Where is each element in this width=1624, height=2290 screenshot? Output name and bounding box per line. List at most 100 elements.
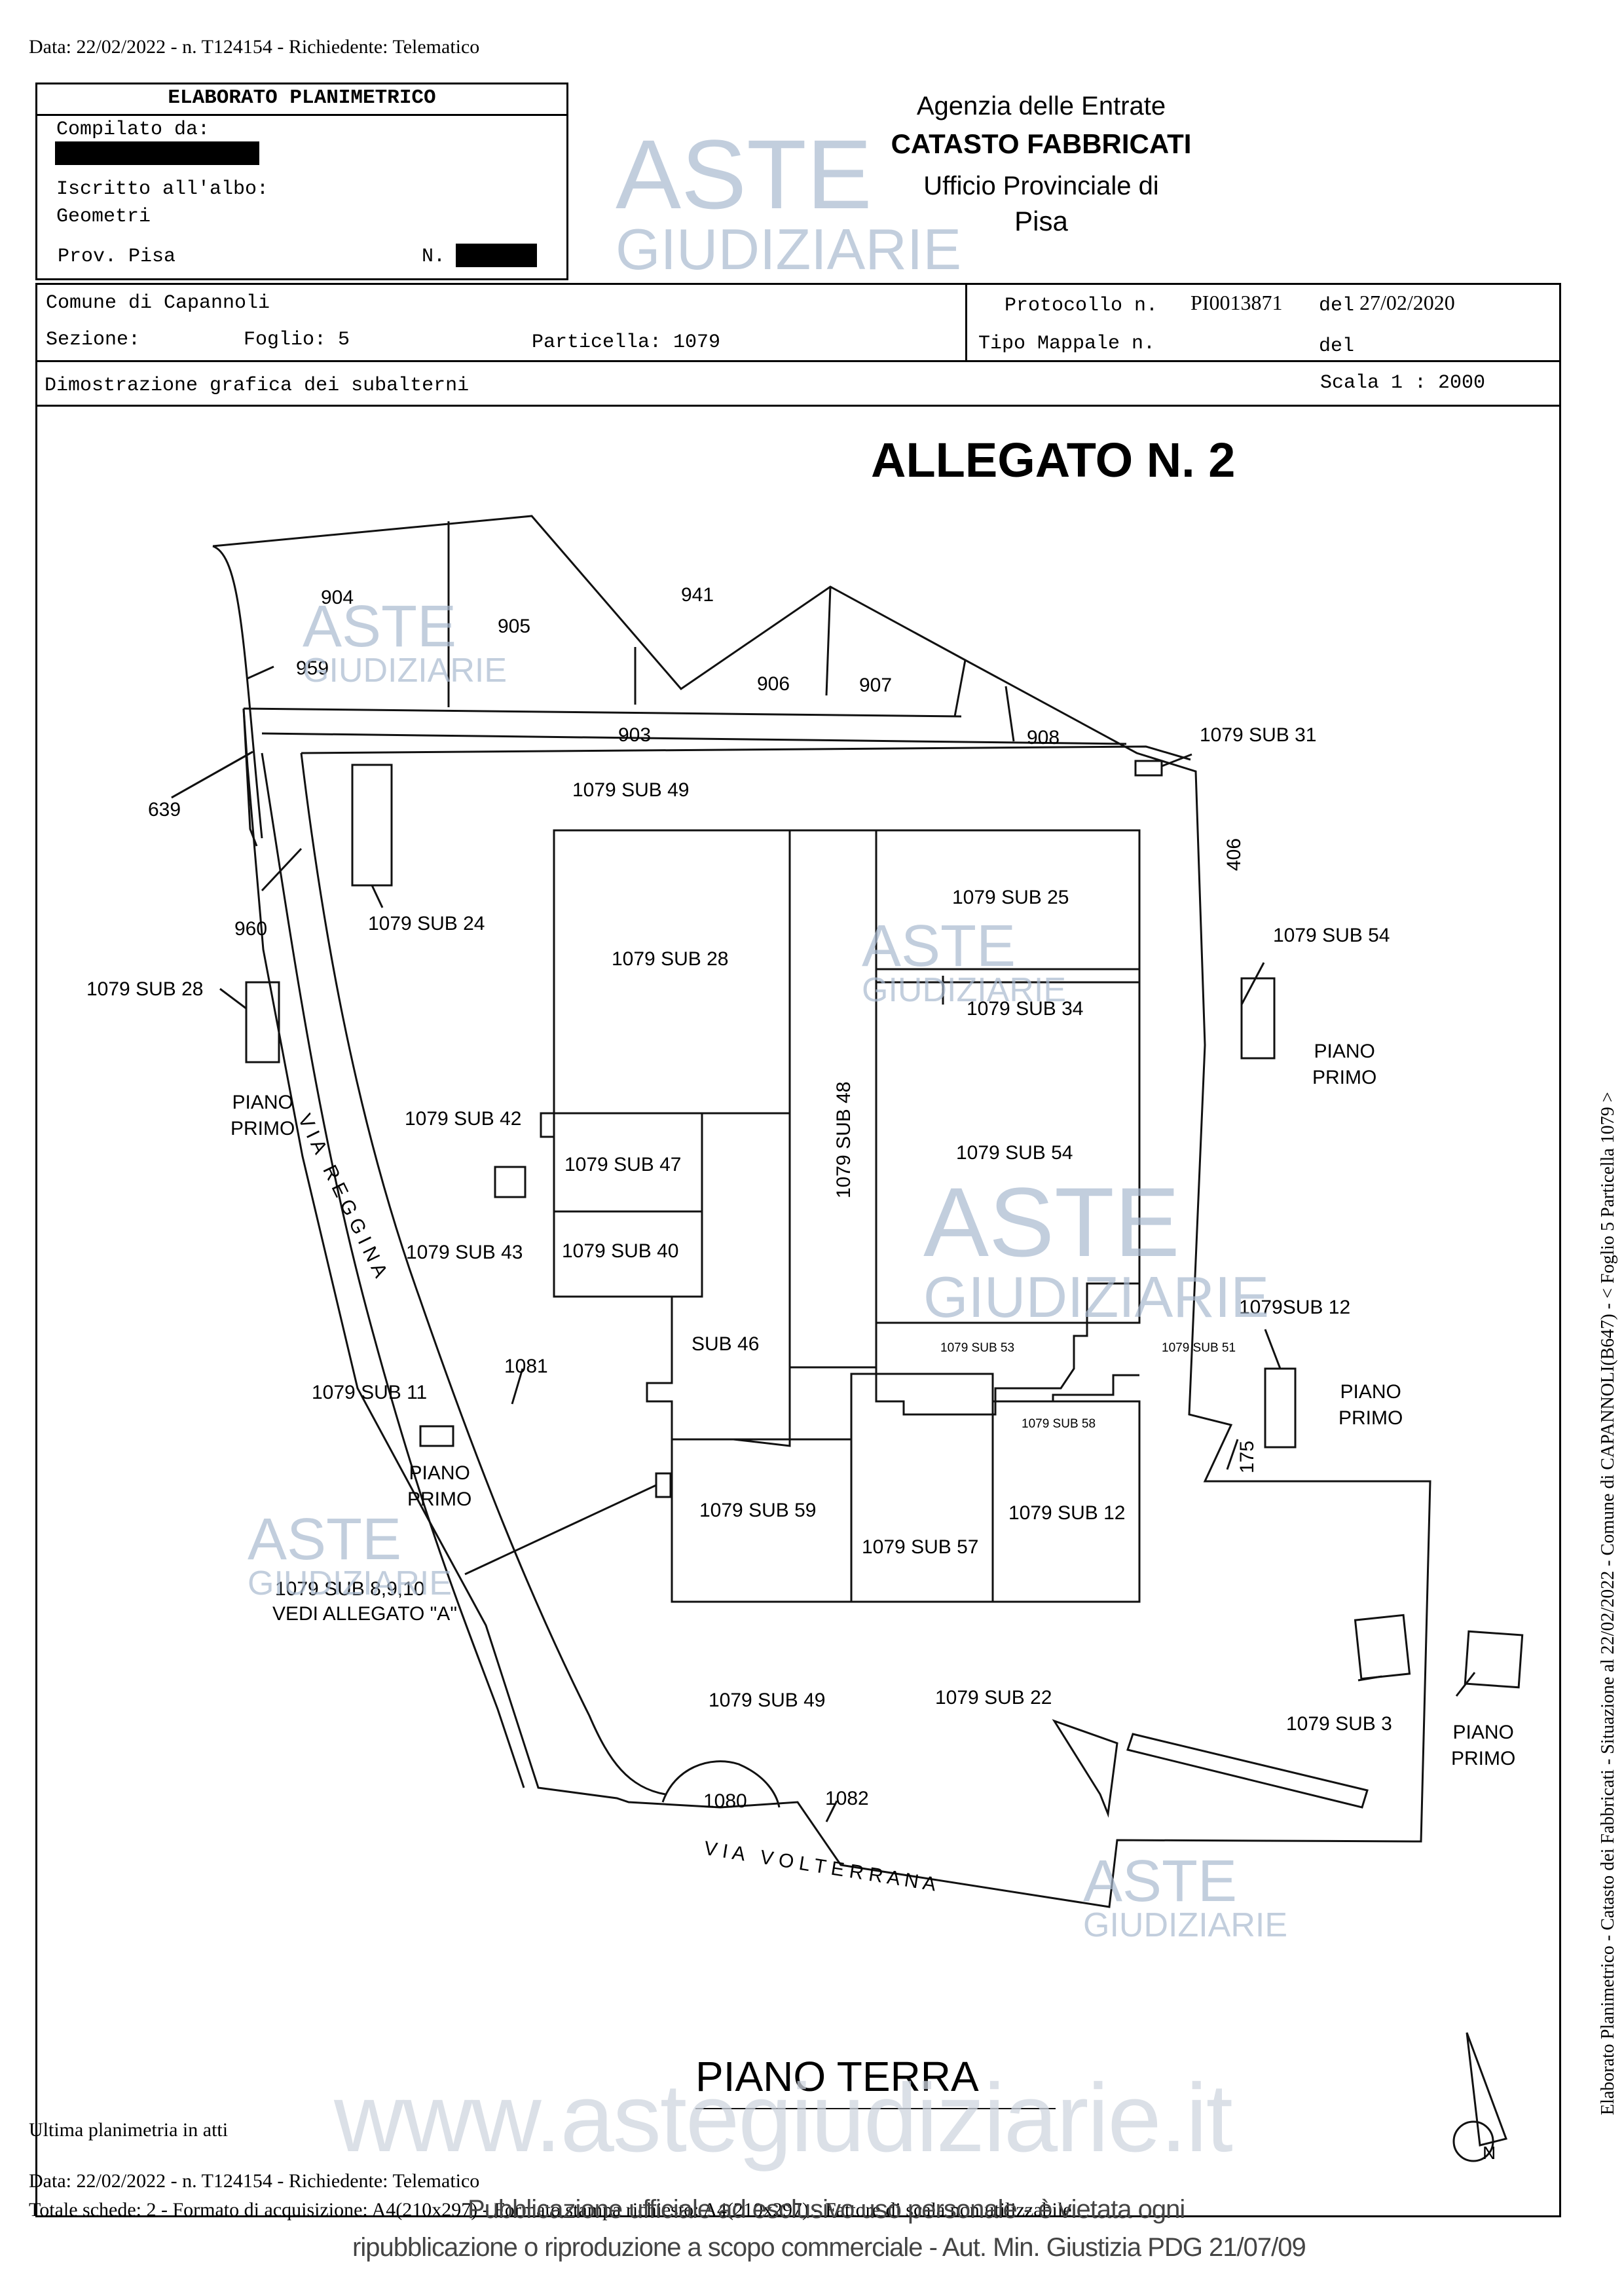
scala-label: Scala 1 : 2000 <box>1320 372 1486 394</box>
parcel-line-907 <box>953 659 967 717</box>
scale-row-divider <box>35 405 1561 407</box>
parcel-line-903 <box>243 707 962 718</box>
parcel-959: 959 <box>296 657 329 679</box>
label-sub58: 1079 SUB 58 <box>1022 1417 1096 1431</box>
ramp-sub22 <box>1052 1719 1118 1818</box>
prov-label: Prov. Pisa <box>58 246 176 268</box>
annex-sub12-primo <box>1264 1367 1297 1449</box>
protocollo-divider <box>965 283 967 361</box>
agency-name: Agenzia delle Entrate <box>916 92 1166 120</box>
protocollo-date: 27/02/2020 <box>1359 291 1455 314</box>
north-label: N <box>1483 2143 1496 2163</box>
access-road-west <box>212 545 263 839</box>
parcel-1080-arc <box>661 1760 781 1808</box>
building-sub28 <box>553 829 791 1115</box>
north-arrow-outline <box>1466 2032 1507 2147</box>
label-sub28: 1079 SUB 28 <box>612 948 729 970</box>
building-sub54 <box>875 981 1141 1324</box>
leader-175 <box>1226 1439 1239 1470</box>
label-sub49-north: 1079 SUB 49 <box>572 779 690 801</box>
sezione-label: Sezione: <box>46 329 141 351</box>
annex-sub3 <box>1354 1614 1411 1680</box>
annex-sub54-primo <box>1240 977 1276 1060</box>
leader-sub12 <box>1264 1329 1282 1369</box>
label-sub53: 1079 SUB 53 <box>940 1341 1015 1355</box>
side-vertical-info: Elaborato Planimetrico - Catasto dei Fab… <box>1598 1092 1618 2115</box>
parcel-906: 906 <box>757 673 790 695</box>
parcel-904: 904 <box>321 587 354 608</box>
watermark-notice-line1: Pubblicazione ufficiale ad esclusivo uso… <box>468 2195 1185 2224</box>
parcel-line-908 <box>1005 686 1015 742</box>
watermark-logo-west: ASTE GIUDIZIARIE <box>248 1507 452 1602</box>
label-sub3: 1079 SUB 3 <box>1286 1713 1392 1735</box>
compilato-label: Compilato da: <box>56 119 210 141</box>
leader-sub54 <box>1240 962 1265 1005</box>
label-sub24: 1079 SUB 24 <box>368 913 485 934</box>
road-reggina-west <box>261 752 525 1788</box>
building-sub42 <box>540 1112 555 1138</box>
leader-sub28 <box>219 988 247 1010</box>
parcel-960: 960 <box>234 918 268 940</box>
dimostrazione-label: Dimostrazione grafica dei subalterni <box>45 375 470 397</box>
watermark-website: www.astegiudiziarie.it <box>334 2064 1233 2172</box>
label-sub28-west: 1079 SUB 28 <box>86 978 204 1000</box>
label-sub11: 1079 SUB 11 <box>312 1382 428 1403</box>
del2-label: del <box>1319 335 1355 358</box>
watermark-logo-large: ASTE GIUDIZIARIE <box>923 1167 1270 1329</box>
parcel-941: 941 <box>681 584 714 606</box>
catasto-title: CATASTO FABBRICATI <box>891 128 1192 159</box>
parcel-1082: 1082 <box>825 1788 869 1809</box>
leader-sub3 <box>1357 1675 1382 1682</box>
label-sub8910: 1079 SUB 8,9,10 <box>275 1578 425 1600</box>
parcel-line-959 <box>247 665 274 680</box>
albo-value: Geometri <box>56 206 151 228</box>
watermark-logo-header: ASTE GIUDIZIARIE <box>616 119 962 282</box>
parcel-line-960 <box>261 847 303 892</box>
n-label: N. <box>422 246 446 268</box>
building-sub53 <box>875 1282 1139 1416</box>
footer-totale-schede: Totale schede: 2 - Formato di acquisizio… <box>29 2199 1072 2221</box>
compilatore-title-divider <box>35 114 568 116</box>
watermark-logo-center: ASTE GIUDIZIARIE <box>862 914 1067 1009</box>
redacted-number <box>456 244 537 267</box>
label-sub57: 1079 SUB 57 <box>862 1536 979 1558</box>
leader-sub3-primo <box>1455 1672 1476 1697</box>
footer-data-line: Data: 22/02/2022 - n. T124154 - Richiede… <box>29 2170 480 2192</box>
redacted-compilatore <box>55 141 259 165</box>
label-sub54: 1079 SUB 54 <box>956 1142 1073 1164</box>
building-sub40 <box>553 1210 703 1298</box>
protocollo-value: PI0013871 <box>1190 291 1283 314</box>
leader-sub31 <box>1161 753 1192 767</box>
piano-terra-label: PIANO TERRA <box>695 2053 979 2100</box>
parcel-905: 905 <box>498 616 531 637</box>
label-sub46: SUB 46 <box>692 1333 760 1355</box>
north-arrow-circle <box>1452 2120 1494 2162</box>
del-label: del <box>1319 295 1355 317</box>
label-sub12-east: 1079SUB 12 <box>1239 1297 1351 1318</box>
access-road-inner <box>242 708 258 847</box>
parcel-175: 175 <box>1236 1440 1258 1473</box>
compilatore-box <box>35 83 568 280</box>
parcel-639: 639 <box>148 799 181 821</box>
parcel-outline-north <box>212 515 1431 1908</box>
annex-sub24 <box>351 764 393 887</box>
label-sub25: 1079 SUB 25 <box>952 887 1069 908</box>
parcel-907: 907 <box>859 674 893 696</box>
watermark-logo-south: ASTE GIUDIZIARIE <box>1083 1849 1288 1944</box>
label-sub54-east: 1079 SUB 54 <box>1273 925 1390 946</box>
label-sub22: 1079 SUB 22 <box>935 1687 1052 1708</box>
label-sub42: 1079 SUB 42 <box>405 1108 522 1130</box>
leader-1081 <box>511 1368 524 1405</box>
label-sub51: 1079 SUB 51 <box>1162 1341 1236 1355</box>
iscritto-label: Iscritto all'albo: <box>56 178 269 200</box>
ufficio-label: Ufficio Provinciale di <box>923 172 1159 200</box>
label-sub48: 1079 SUB 48 <box>833 1081 855 1198</box>
annex-sub31 <box>1134 760 1163 777</box>
leader-sub24 <box>371 885 384 908</box>
protocollo-label: Protocollo n. <box>1005 295 1158 317</box>
